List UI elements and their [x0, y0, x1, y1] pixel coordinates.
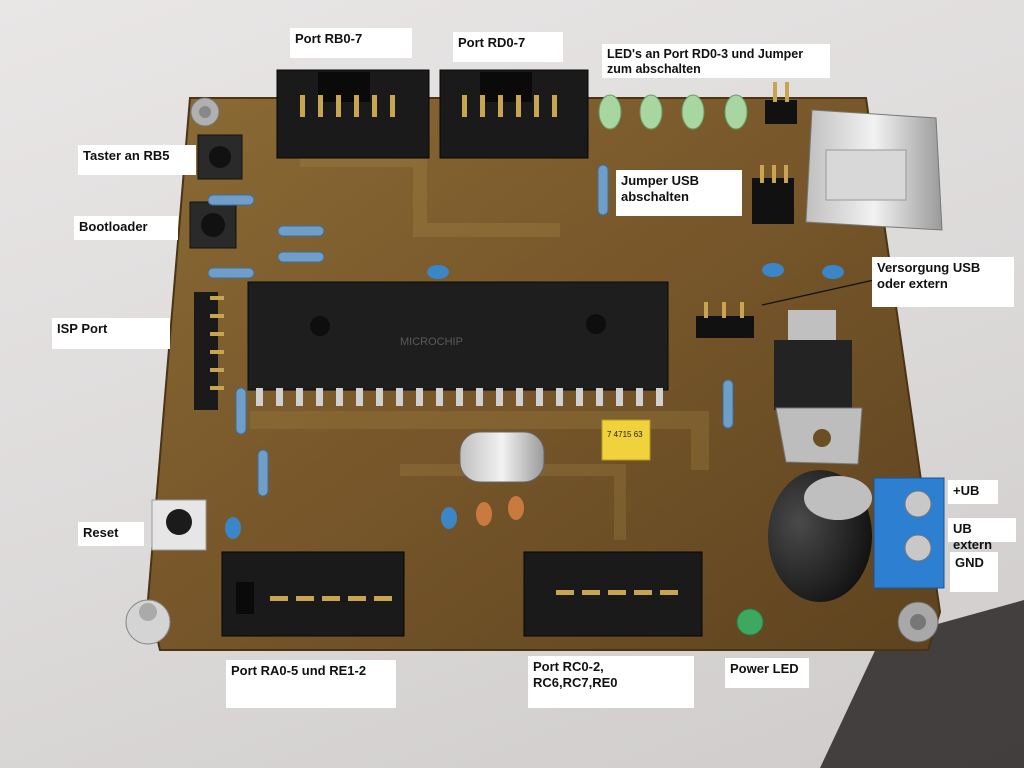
header-rd: [439, 69, 589, 159]
header-rc: [523, 551, 703, 637]
label-port-rb: Port RB0-7: [290, 28, 412, 58]
label-port-ra: Port RA0-5 und RE1-2: [226, 660, 396, 708]
usb-jumper: [752, 165, 794, 224]
label-gnd: GND: [950, 552, 998, 592]
jumper-pins: [765, 82, 797, 124]
label-ub-extern: UB extern: [948, 518, 1016, 552]
annotation-line: [761, 279, 875, 306]
label-port-rc: Port RC0-2, RC6,RC7,RE0: [528, 656, 694, 708]
mounting-screw: [897, 601, 939, 643]
label-isp: ISP Port: [52, 318, 170, 349]
button-bootloader: [189, 201, 237, 249]
microcontroller-chip: [247, 281, 669, 406]
button-reset: [151, 499, 207, 551]
electrolytic-capacitor: [768, 470, 872, 602]
voltage-regulator: [774, 310, 863, 465]
led-row: [598, 94, 748, 130]
label-jumper-usb: Jumper USB abschalten: [616, 170, 742, 216]
yellow-capacitor: [601, 419, 651, 461]
resistors: [207, 164, 734, 497]
label-leds: LED's an Port RD0-3 und Jumper zum absch…: [602, 44, 830, 78]
crystal: [459, 431, 545, 483]
mounting-screw: [125, 599, 171, 645]
label-ub-plus: +UB: [948, 480, 998, 504]
label-bootloader: Bootloader: [74, 216, 178, 240]
terminal-block: [873, 477, 945, 589]
label-power-led: Power LED: [725, 658, 809, 688]
header-ra: [221, 551, 405, 637]
isp-header: [194, 292, 224, 410]
ceramic-capacitors: [225, 263, 844, 539]
header-rb: [276, 69, 430, 159]
label-port-rd: Port RD0-7: [453, 32, 563, 62]
usb-connector: [805, 109, 943, 231]
power-led: [736, 608, 764, 636]
label-taster: Taster an RB5: [78, 145, 196, 175]
capacitor-marking: 7 4715 63: [607, 430, 643, 439]
button-rb5: [197, 134, 243, 180]
chip-marking: MICROCHIP: [400, 336, 463, 348]
power-select-pins: [696, 302, 754, 338]
shadow: [820, 600, 1024, 768]
label-versorgung: Versorgung USB oder extern: [872, 257, 1014, 307]
mounting-screw: [190, 97, 220, 127]
label-reset: Reset: [78, 522, 144, 546]
